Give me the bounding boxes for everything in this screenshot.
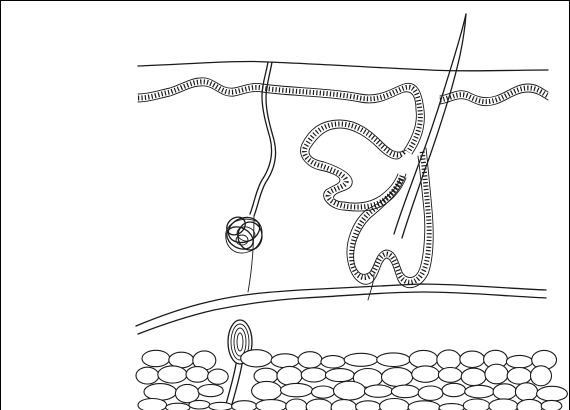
fat-cell [485, 364, 508, 384]
fat-cell [531, 366, 552, 386]
fat-cell [271, 354, 299, 368]
hair-shaft [394, 14, 466, 238]
fat-cell [277, 366, 302, 385]
fat-cell [198, 385, 223, 397]
fat-cell [334, 381, 366, 400]
adipose-tissue [136, 350, 567, 410]
fat-cell [377, 353, 410, 367]
fat-cell [517, 399, 542, 410]
fat-cell [515, 383, 537, 401]
sweat-gland-coil [223, 213, 263, 253]
epidermis-surface-line [138, 61, 548, 70]
fat-cell [189, 400, 210, 409]
fat-cell [144, 384, 176, 401]
fat-cell [460, 351, 485, 367]
fat-cell [241, 350, 272, 367]
fat-cell [138, 399, 167, 410]
fat-cell [232, 401, 257, 410]
fat-cell [541, 400, 562, 410]
fat-cell [506, 355, 532, 368]
fat-cell [356, 401, 381, 410]
fat-cell [312, 386, 335, 398]
fat-cell [391, 385, 419, 398]
fat-cell [437, 350, 461, 370]
fat-cell [298, 352, 322, 368]
fat-cell [465, 385, 494, 398]
fat-cell [301, 368, 326, 382]
fat-cell [382, 368, 413, 387]
fat-cell [418, 386, 443, 400]
fat-cell [364, 385, 392, 397]
dermis-boundary [136, 216, 546, 334]
fat-cell [409, 350, 438, 367]
fat-cell [438, 368, 462, 383]
fat-cell [331, 400, 357, 410]
fat-cell [537, 386, 568, 401]
fat-cell [412, 366, 440, 382]
fat-cell [321, 356, 345, 368]
fat-cell [489, 399, 518, 410]
fat-cell [344, 353, 378, 366]
fat-cell [286, 399, 307, 410]
fat-cell [186, 367, 209, 383]
fat-cell [175, 384, 199, 402]
fat-cell [142, 350, 170, 366]
fat-cell [158, 366, 187, 383]
fat-cell [493, 384, 516, 400]
fat-cell [507, 368, 531, 385]
fat-cell [209, 402, 233, 410]
fat-cell [281, 383, 313, 396]
fat-cell [208, 369, 229, 384]
fat-cell [380, 399, 409, 410]
hair-follicle [347, 148, 433, 288]
fat-cell [166, 403, 190, 410]
basal-layer [138, 78, 548, 154]
fat-cell [408, 401, 440, 410]
fat-cell [256, 400, 287, 410]
fat-cell [252, 381, 282, 400]
fat-cell [439, 404, 464, 410]
fat-cell [136, 367, 159, 384]
fat-cell [461, 368, 486, 385]
fat-cell [325, 369, 354, 382]
fat-cell [442, 383, 466, 396]
fat-cell [463, 399, 490, 410]
fat-cell [306, 399, 332, 410]
